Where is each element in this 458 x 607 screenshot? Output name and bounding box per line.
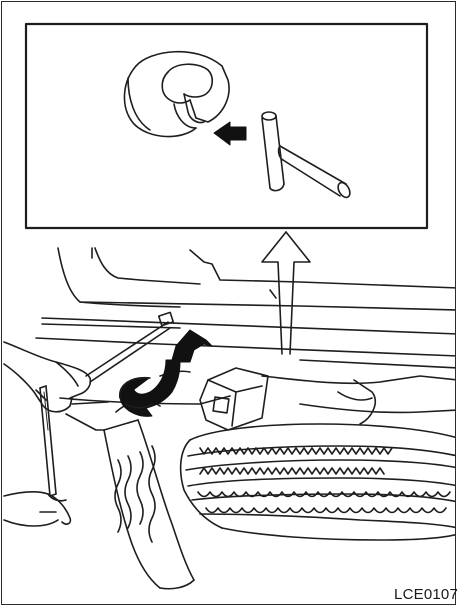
key-tool (262, 112, 352, 199)
jack-tool-and-hands (4, 312, 173, 526)
rear-wheel (104, 401, 194, 589)
detail-inset (26, 24, 427, 228)
spare-tire (181, 424, 458, 540)
vehicle-body (36, 248, 458, 368)
figure-code-label: LCE0107 (394, 586, 458, 603)
ground-lines (66, 402, 108, 430)
socket-part (124, 52, 229, 137)
insert-arrow (214, 122, 246, 145)
pointer-arrow (262, 232, 310, 354)
